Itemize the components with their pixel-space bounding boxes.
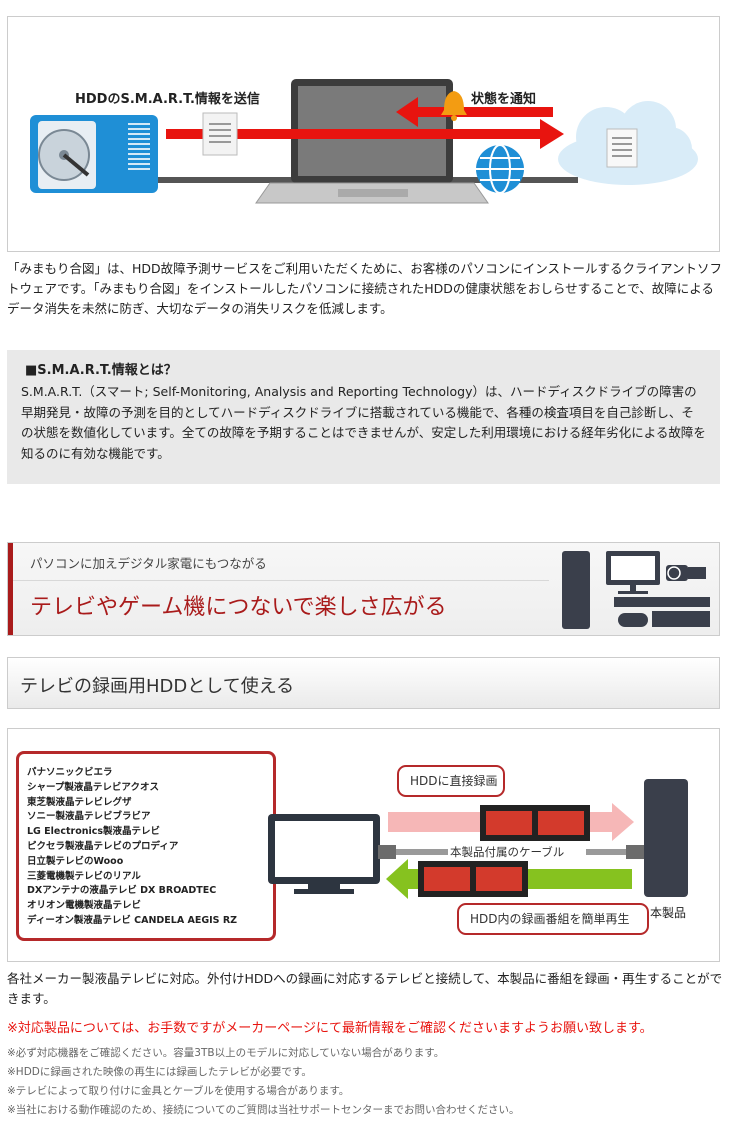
notify-label: 状態を通知 — [471, 91, 536, 107]
tv-icon — [268, 814, 380, 894]
footnotes: ※必ず対応機器をご確認ください。容量3TB以上のモデルに対応していない場合があり… — [7, 1044, 519, 1120]
tv-maker-item: LG Electronics製液晶テレビ — [27, 826, 161, 838]
film-strip-icon — [480, 805, 590, 841]
feature-banner: パソコンに加えデジタル家電にもつながる テレビやゲーム機につないで楽しさ広がる — [7, 542, 720, 636]
footnote: ※当社における動作確認のため、接続についてのご質問は当社サポートセンターまでお問… — [7, 1104, 520, 1116]
banner-subtitle: パソコンに加えデジタル家電にもつながる — [30, 556, 267, 571]
tv-maker-item: 東芝製液晶テレビレグザ — [27, 796, 132, 808]
banner-title: テレビやゲーム機につないで楽しさ広がる — [30, 595, 447, 620]
tv-maker-item: パナソニックビエラ — [27, 767, 113, 778]
film-strip-icon — [418, 861, 528, 897]
playback-label: HDD内の録画番組を簡単再生 — [470, 911, 630, 926]
record-label: HDDに直接録画 — [410, 773, 498, 788]
devices-icon — [562, 551, 710, 629]
tv-maker-item: 三菱電機製テレビのリアル — [27, 870, 141, 882]
tv-maker-item: DXアンテナの液晶テレビ DX BROADTEC — [27, 885, 217, 897]
tv-maker-item: 日立製テレビのWooo — [27, 855, 124, 867]
record-callout — [397, 765, 505, 797]
intro-text: 「みまもり合図」は、HDD故障予測サービスをご利用いただくために、お客様のパソコ… — [7, 261, 723, 316]
smart-info-title: ■S.M.A.R.T.情報とは？ — [25, 363, 177, 378]
recording-flow-svg: HDDに直接録画 本製品付属のケーブル HDD内の録画番組を簡単再生 本製品 — [268, 765, 688, 935]
document-icon — [202, 112, 238, 156]
product-icon — [644, 779, 688, 897]
tv-maker-item: オリオン電機製液晶テレビ — [27, 900, 142, 912]
compatibility-note: ※対応製品については、お手数ですがメーカーページにて最新情報をご確認くださいます… — [7, 1021, 653, 1036]
footnote: ※HDDに録画された映像の再生には録画したテレビが必要です。 — [7, 1066, 312, 1078]
tv-recording-diagram: パナソニックビエラシャープ製液晶テレビアクオス東芝製液晶テレビレグザソニー製液晶… — [7, 728, 720, 962]
send-label: HDDのS.M.A.R.T.情報を送信 — [75, 91, 260, 107]
banner-accent-bar — [8, 543, 13, 635]
tv-maker-item: ディーオン製液晶テレビ CANDELA AEGIS RZ — [27, 914, 238, 926]
body-text: 各社メーカー製液晶テレビに対応。外付けHDDへの録画に対応するテレビと接続して、… — [7, 971, 723, 1006]
section-title: テレビの録画用HDDとして使える — [20, 676, 295, 697]
cloud-icon — [558, 101, 698, 185]
playback-callout — [457, 903, 649, 935]
banner-divider — [13, 580, 549, 581]
smart-diagram: HDDのS.M.A.R.T.情報を送信 状態を通知 — [7, 16, 720, 252]
tv-maker-item: ソニー製液晶テレビブラビア — [27, 811, 151, 823]
smart-info-box: ■S.M.A.R.T.情報とは？ S.M.A.R.T.（スマート; Self-M… — [7, 350, 720, 484]
bell-icon — [441, 91, 467, 121]
smart-info-body: S.M.A.R.T.（スマート; Self-Monitoring, Analys… — [21, 384, 706, 461]
footnote: ※テレビによって取り付けに金具とケーブルを使用する場合があります。 — [7, 1085, 350, 1097]
tv-maker-item: シャープ製液晶テレビアクオス — [27, 781, 159, 793]
product-label: 本製品 — [650, 906, 686, 920]
smart-diagram-svg: HDDのS.M.A.R.T.情報を送信 状態を通知 — [30, 79, 698, 204]
tv-maker-item: ピクセラ製液晶テレビのプロディア — [27, 840, 179, 852]
tv-maker-list: パナソニックビエラシャープ製液晶テレビアクオス東芝製液晶テレビレグザソニー製液晶… — [16, 751, 276, 941]
globe-icon — [476, 144, 524, 194]
section-heading: テレビの録画用HDDとして使える — [7, 657, 720, 709]
footnote: ※必ず対応機器をご確認ください。容量3TB以上のモデルに対応していない場合があり… — [7, 1047, 445, 1059]
hdd-icon — [30, 115, 158, 193]
cable-label: 本製品付属のケーブル — [450, 845, 564, 859]
